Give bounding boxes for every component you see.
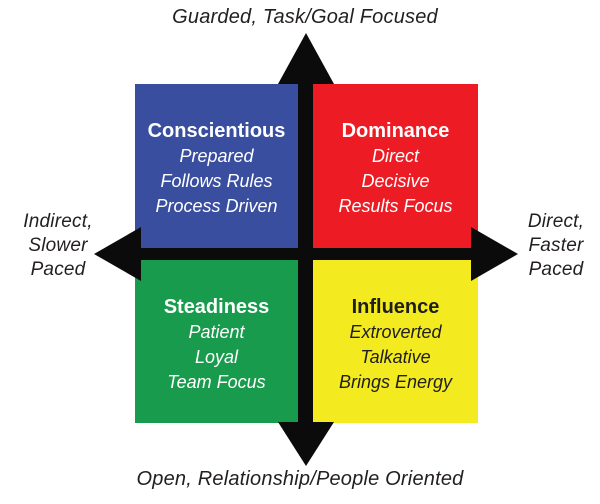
arrowhead-up-icon bbox=[278, 33, 334, 84]
quadrant-influence-trait: Extroverted bbox=[349, 321, 442, 342]
horizontal-axis-arrow-shaft bbox=[128, 248, 480, 260]
quadrant-conscientious: Conscientious Prepared Follows Rules Pro… bbox=[135, 84, 298, 248]
arrowhead-down-icon bbox=[278, 422, 334, 466]
axis-label-right-line1: Direct, bbox=[527, 211, 585, 232]
quadrant-dominance: Dominance Direct Decisive Results Focus bbox=[313, 84, 478, 248]
quadrant-conscientious-trait: Follows Rules bbox=[160, 171, 273, 191]
axis-label-left-line2: Slower bbox=[28, 235, 88, 256]
quadrant-influence-trait: Talkative bbox=[360, 346, 431, 367]
quadrant-conscientious-title: Conscientious bbox=[147, 120, 286, 142]
quadrant-steadiness-trait: Patient bbox=[188, 321, 245, 342]
axis-label-right-line2: Faster bbox=[528, 235, 584, 256]
quadrant-steadiness-title: Steadiness bbox=[163, 295, 270, 318]
quadrant-conscientious-trait: Process Driven bbox=[155, 196, 278, 216]
axis-label-right: Direct, Faster Paced bbox=[511, 210, 600, 282]
arrowhead-left-icon bbox=[94, 227, 141, 281]
quadrant-influence: Influence Extroverted Talkative Brings E… bbox=[313, 260, 478, 423]
quadrant-dominance-title: Dominance bbox=[341, 120, 450, 142]
axis-label-left-line3: Paced bbox=[30, 259, 86, 280]
quadrant-steadiness: Steadiness Patient Loyal Team Focus bbox=[135, 260, 298, 423]
axis-label-bottom: Open, Relationship/People Oriented bbox=[136, 468, 464, 490]
arrowhead-right-icon bbox=[471, 227, 518, 281]
quadrant-dominance-trait: Decisive bbox=[361, 171, 430, 191]
quadrant-steadiness-trait: Loyal bbox=[194, 346, 239, 367]
quadrant-conscientious-trait: Prepared bbox=[179, 146, 254, 166]
axis-label-top: Guarded, Task/Goal Focused bbox=[172, 6, 438, 28]
quadrant-influence-title: Influence bbox=[351, 295, 440, 318]
quadrant-dominance-trait: Results Focus bbox=[338, 196, 453, 216]
axis-label-left-line1: Indirect, bbox=[23, 211, 93, 232]
quadrant-dominance-trait: Direct bbox=[371, 146, 419, 166]
axis-label-right-line3: Paced bbox=[528, 259, 584, 280]
quadrant-influence-trait: Brings Energy bbox=[338, 371, 453, 392]
axis-label-left: Indirect, Slower Paced bbox=[8, 210, 108, 282]
quadrant-steadiness-trait: Team Focus bbox=[167, 371, 266, 392]
